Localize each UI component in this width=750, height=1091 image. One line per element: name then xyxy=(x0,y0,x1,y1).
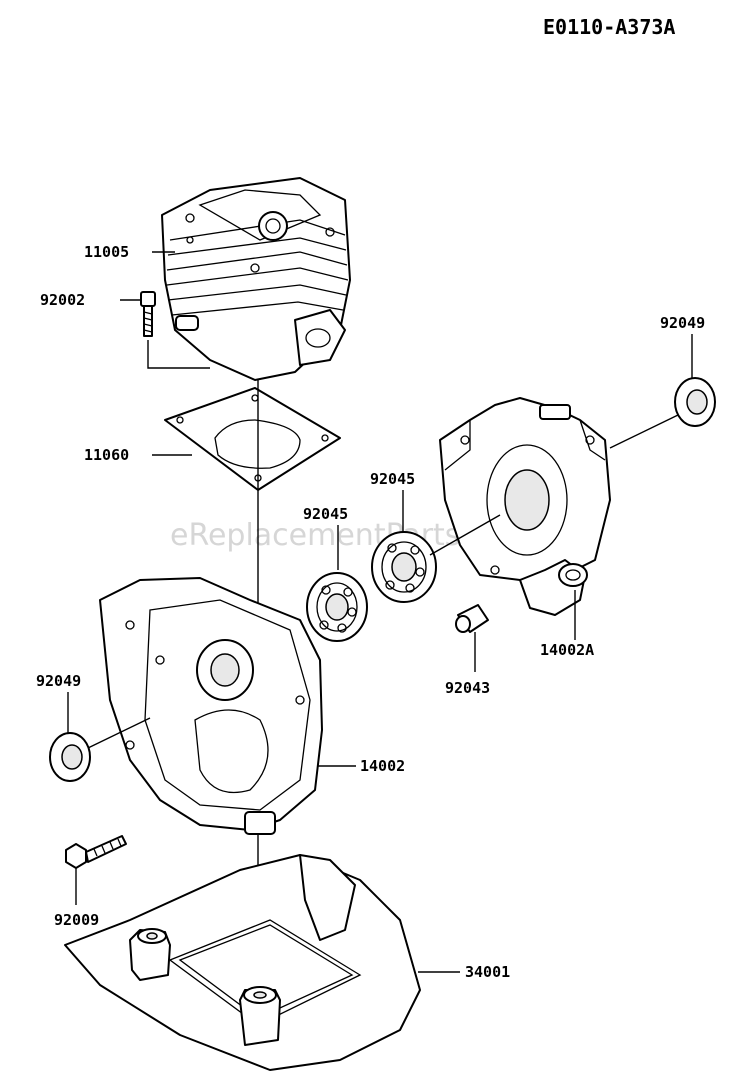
label-oil-seal-right: 92049 xyxy=(660,314,705,332)
label-bearing-upper: 92045 xyxy=(370,470,415,488)
label-crankcase-left: 14002 xyxy=(360,757,405,775)
label-gasket: 11060 xyxy=(84,446,129,464)
label-cylinder-bolt: 92002 xyxy=(40,291,85,309)
label-bearing-lower: 92045 xyxy=(303,505,348,523)
diagram-id: E0110-A373A xyxy=(543,15,675,39)
cover-part[interactable] xyxy=(64,854,421,1071)
label-cover: 34001 xyxy=(465,963,510,981)
label-crankcase-bolt: 92009 xyxy=(54,911,99,929)
bearing-upper-part[interactable] xyxy=(371,531,437,603)
label-crankcase-right: 14002A xyxy=(540,641,594,659)
pipe-fitting-part[interactable] xyxy=(519,559,588,616)
cylinder-bolt-part[interactable] xyxy=(140,291,156,337)
bearing-lower-part[interactable] xyxy=(306,572,368,642)
label-pin: 92043 xyxy=(445,679,490,697)
crankcase-left-part[interactable] xyxy=(99,577,323,835)
label-oil-seal-left: 92049 xyxy=(36,672,81,690)
label-cylinder: 11005 xyxy=(84,243,129,261)
crankcase-right-part[interactable] xyxy=(439,397,611,581)
oil-seal-left-part[interactable] xyxy=(49,732,91,782)
crankcase-bolt-part[interactable] xyxy=(65,835,127,869)
cylinder-part[interactable] xyxy=(161,177,351,381)
oil-seal-right-part[interactable] xyxy=(674,377,716,427)
pin-part[interactable] xyxy=(455,604,489,633)
gasket-part[interactable] xyxy=(164,387,341,491)
